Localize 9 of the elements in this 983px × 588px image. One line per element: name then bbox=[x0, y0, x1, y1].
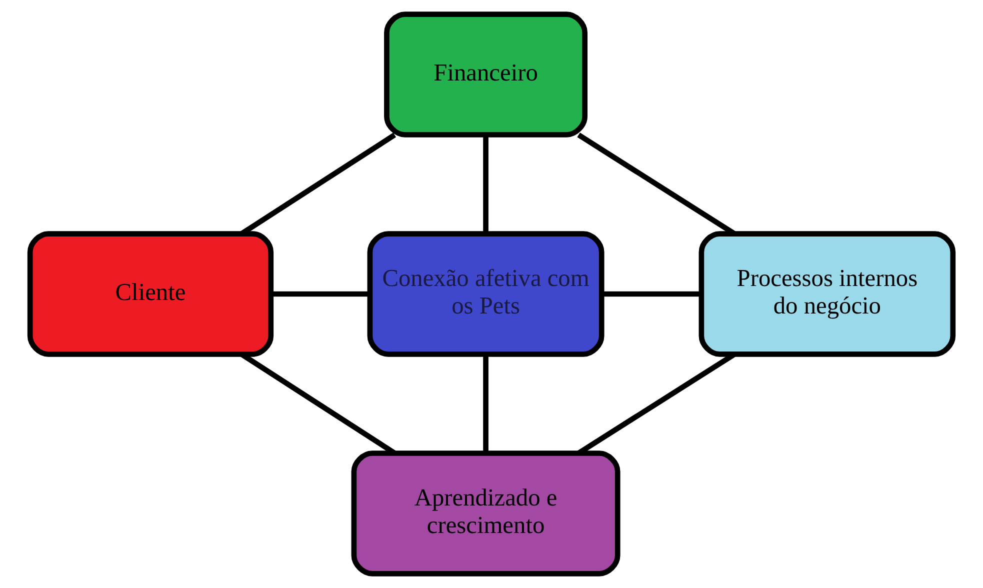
connector bbox=[483, 135, 488, 234]
connector bbox=[602, 291, 702, 297]
node-box: Cliente bbox=[27, 231, 274, 357]
node-box: Aprendizado e crescimento bbox=[351, 450, 620, 576]
node-box: Conexão afetiva com os Pets bbox=[367, 231, 604, 357]
node-box: Processos internos do negócio bbox=[698, 231, 956, 357]
connector bbox=[270, 291, 370, 297]
connector bbox=[483, 354, 488, 453]
node-box: Financeiro bbox=[384, 12, 588, 138]
